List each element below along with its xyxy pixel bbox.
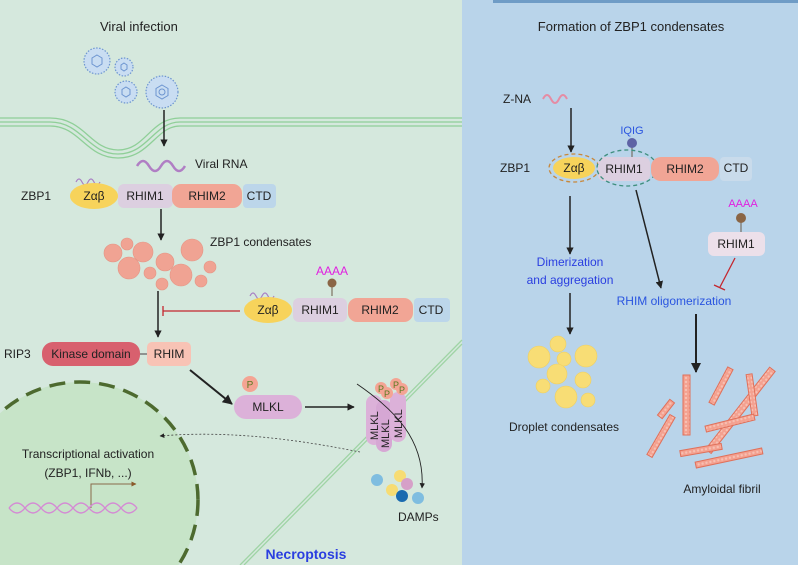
svg-text:CTD: CTD [419, 303, 444, 317]
rip3-protein: RIP3 Kinase domain RHIM [4, 342, 191, 366]
arrow-release-damps [356, 383, 425, 489]
modification-dot-icon [327, 278, 337, 288]
domain-zab [70, 183, 118, 209]
svg-text:P: P [378, 384, 384, 394]
polyA-label: AAAA [316, 264, 348, 278]
viral-rna-label: Viral RNA [195, 157, 247, 171]
domain-rhim1 [118, 184, 173, 208]
svg-text:P: P [247, 380, 254, 391]
zna-icon [542, 94, 568, 104]
nucleus [0, 380, 200, 565]
damps-label: DAMPs [398, 510, 439, 524]
zbp1-protein-left: ZBP1 Zαβ RHIM1 RHIM2 CTD [21, 178, 276, 209]
svg-text:CTD: CTD [247, 189, 272, 203]
svg-text:MLKL: MLKL [393, 409, 405, 438]
svg-text:Zαβ: Zαβ [563, 161, 584, 175]
svg-text:RHIM2: RHIM2 [361, 303, 399, 317]
dimerization-label-1: Dimerization [537, 255, 604, 269]
domain-rhim1 [598, 157, 650, 181]
svg-text:CTD: CTD [724, 161, 749, 175]
droplet-label: Droplet condensates [509, 420, 619, 434]
domain-zab [244, 297, 292, 323]
amyloid-fibril-icon [646, 366, 776, 469]
iqig-dot-icon [627, 138, 637, 148]
svg-text:Kinase domain: Kinase domain [51, 347, 130, 361]
right-title: Formation of ZBP1 condensates [538, 19, 725, 34]
necroptosis-label: Necroptosis [266, 546, 347, 562]
domain-rhim2 [651, 157, 719, 181]
plasma-membrane-diagonal [239, 339, 463, 565]
rip3-label: RIP3 [4, 347, 31, 361]
left-title: Viral infection [100, 19, 178, 34]
oligomerization-label: RHIM oligomerization [617, 294, 732, 308]
rhim1-fragment [708, 232, 765, 256]
arrow-to-oligomerization [635, 189, 663, 289]
zbp1-polyA-inhibitor: AAAA Zαβ RHIM1 RHIM2 CTD [244, 264, 450, 323]
svg-text:RHIM1: RHIM1 [126, 189, 164, 203]
condensates-label: ZBP1 condensates [210, 235, 311, 249]
mlkl-protein: P MLKL [234, 376, 302, 419]
domain-ctd [414, 298, 450, 322]
virus-icon [83, 47, 179, 109]
domain-ctd [720, 157, 752, 181]
svg-text:RHIM2: RHIM2 [666, 162, 704, 176]
transcription-label: Transcriptional activation [22, 447, 154, 461]
rhim-domain [147, 342, 191, 366]
modification-dot-icon [736, 213, 746, 223]
svg-text:Zαβ: Zαβ [257, 303, 278, 317]
zbp1-label: ZBP1 [21, 189, 51, 203]
svg-text:Zαβ: Zαβ [83, 189, 104, 203]
svg-text:MLKL: MLKL [380, 419, 392, 448]
promoter-arrow-icon [90, 481, 137, 508]
zna-label: Z-NA [503, 92, 531, 106]
svg-text:MLKL: MLKL [252, 400, 284, 414]
polyA-label-right: AAAA [728, 198, 758, 210]
damps-icon [371, 470, 424, 504]
inhibition-arrow-right [713, 257, 736, 291]
svg-text:ZBP1: ZBP1 [500, 161, 530, 175]
transcription-genes: (ZBP1, IFNb, ...) [44, 466, 131, 480]
svg-text:RHIM1: RHIM1 [605, 162, 643, 176]
dna-icon [8, 502, 138, 514]
arrow-to-mlkl [189, 369, 233, 405]
svg-text:P: P [384, 389, 390, 399]
fibril-label: Amyloidal fibril [683, 482, 760, 496]
domain-zab [553, 157, 595, 179]
domain-ctd [243, 184, 276, 208]
viral-rna-icon [135, 159, 187, 173]
svg-text:P: P [399, 385, 405, 395]
droplet-condensates-icon [527, 335, 598, 409]
domain-rhim2 [348, 298, 413, 322]
domain-rhim1 [293, 298, 347, 322]
right-panel-bg [462, 0, 798, 565]
svg-text:P: P [393, 380, 399, 390]
right-panel-top-border [493, 0, 798, 3]
iqig-label: IQIG [620, 125, 643, 137]
svg-text:RHIM2: RHIM2 [188, 189, 226, 203]
svg-text:RHIM1: RHIM1 [717, 237, 755, 251]
phospho-icon [242, 376, 258, 392]
inhibition-arrow [162, 306, 240, 316]
arrow-damps-to-nucleus [159, 433, 361, 453]
mlkl-body [234, 395, 302, 419]
domain-rhim2 [172, 184, 242, 208]
kinase-domain [42, 342, 140, 366]
svg-text:RHIM1: RHIM1 [301, 303, 339, 317]
svg-text:RHIM: RHIM [154, 347, 185, 361]
zbp1-protein-right: ZBP1 Zαβ RHIM1 RHIM2 CTD [500, 149, 752, 187]
dimerization-label-2: and aggregation [527, 273, 614, 287]
zbp1-condensates-icon [103, 237, 217, 291]
svg-text:MLKL: MLKL [369, 411, 381, 440]
